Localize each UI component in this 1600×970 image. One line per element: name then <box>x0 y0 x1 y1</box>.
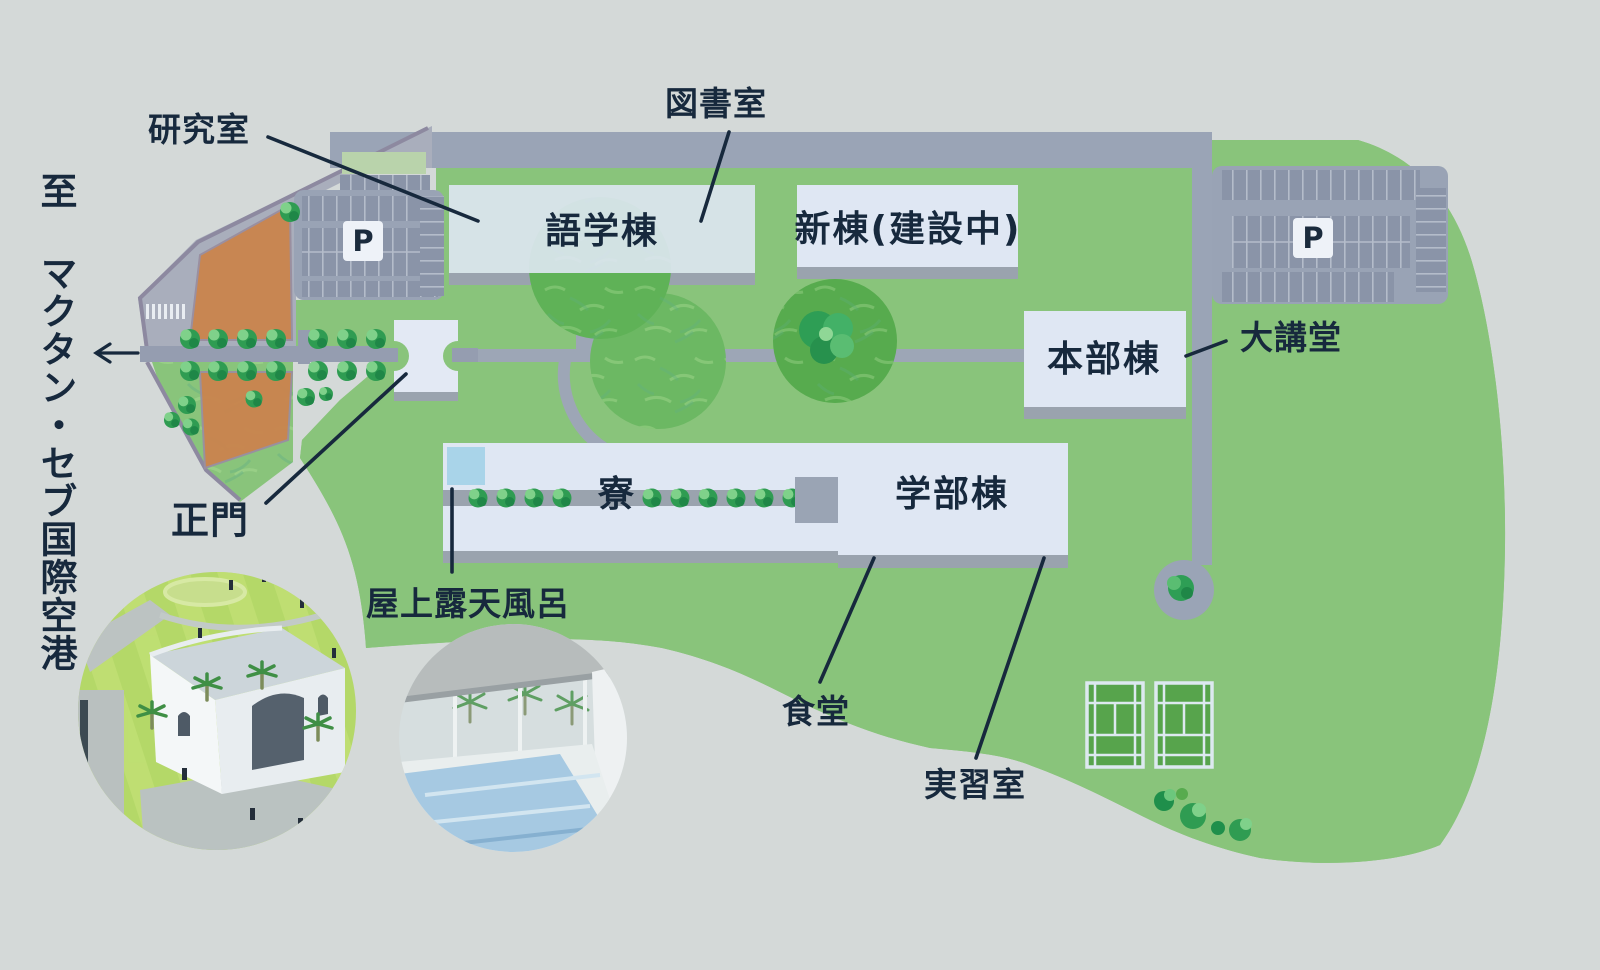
cul-de-sac-tree <box>1167 575 1194 601</box>
language-building-label: 語学棟 <box>544 211 660 252</box>
training-room-label: 実習室 <box>924 765 1026 804</box>
headquarters-building <box>1024 311 1186 419</box>
library-leader-line <box>699 130 731 223</box>
rooftop-bath-photo <box>399 624 627 852</box>
main-gate-label: 正門 <box>170 498 250 543</box>
dormitory-label: 寮 <box>597 474 637 515</box>
new-building <box>797 185 1018 279</box>
headquarters-building-label: 本部棟 <box>1046 339 1162 380</box>
flowering-tree <box>773 279 897 403</box>
new-building-label: 新棟(建設中) <box>794 209 1022 250</box>
research-leader-line <box>266 135 480 223</box>
field-lower <box>198 371 294 470</box>
parking-badge-west: P <box>343 221 383 261</box>
research-room-label: 研究室 <box>148 110 250 149</box>
faculty-building-label: 学部棟 <box>894 474 1010 515</box>
faculty-building <box>838 443 1068 568</box>
library-label: 図書室 <box>665 84 767 123</box>
southeast-bush-cluster <box>1154 788 1252 841</box>
language-building <box>449 185 755 339</box>
airport-direction-note: 至 マクタン・セブ国際空港 <box>34 172 77 672</box>
main-gate-building <box>372 320 478 401</box>
auditorium-leader-line <box>1184 339 1228 358</box>
top-road <box>330 132 1212 168</box>
leader-lines <box>264 130 1228 760</box>
cafeteria-leader-line <box>818 556 876 684</box>
rooftop-bath-label: 屋上露天風呂 <box>366 584 570 623</box>
training-leader-line <box>974 556 1046 760</box>
airport-arrow-icon <box>93 342 140 364</box>
crosswalk <box>146 304 185 319</box>
tennis-courts <box>1085 681 1214 769</box>
cafeteria-label: 食堂 <box>782 692 850 731</box>
parking-badge-east: P <box>1293 218 1333 258</box>
rooftop-bath-marker <box>447 447 485 485</box>
main-gate-leader-line <box>264 372 408 505</box>
auditorium-label: 大講堂 <box>1240 318 1342 357</box>
